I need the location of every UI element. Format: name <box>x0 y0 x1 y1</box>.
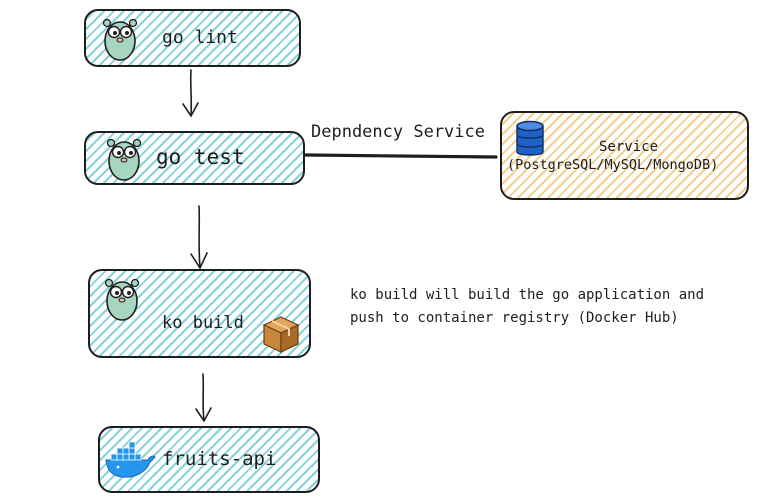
dependency-service-box[interactable]: Service (PostgreSQL/MySQL/MongoDB) <box>500 111 749 200</box>
package-box-icon <box>262 316 300 353</box>
dependency-edge <box>304 153 498 159</box>
gopher-icon <box>102 18 138 61</box>
go-test-step[interactable]: go test <box>84 131 305 185</box>
docker-whale-icon <box>105 441 156 478</box>
gopher-icon <box>106 138 142 181</box>
fruits-api-image[interactable]: fruits-api <box>98 426 320 493</box>
arrow-lint-to-test <box>182 69 199 118</box>
dependency-edge-label: Depndency Service <box>311 122 485 142</box>
arrow-build-to-image <box>195 373 212 423</box>
service-title: Service <box>599 139 659 155</box>
arrow-test-to-build <box>190 205 208 270</box>
ko-build-annotation-line-2: push to container registry (Docker Hub) <box>350 310 679 326</box>
go-lint-step[interactable]: go lint <box>84 9 301 67</box>
service-subtitle: (PostgreSQL/MySQL/MongoDB) <box>507 157 719 173</box>
gopher-icon <box>104 278 140 321</box>
go-lint-label: go lint <box>162 27 238 48</box>
fruits-api-label: fruits-api <box>162 448 277 470</box>
ko-build-step[interactable]: ko build <box>88 269 311 358</box>
ko-build-label: ko build <box>162 313 244 333</box>
ko-build-annotation-line-1: ko build will build the go application a… <box>350 287 705 303</box>
database-icon <box>516 120 544 156</box>
go-test-label: go test <box>156 145 245 169</box>
